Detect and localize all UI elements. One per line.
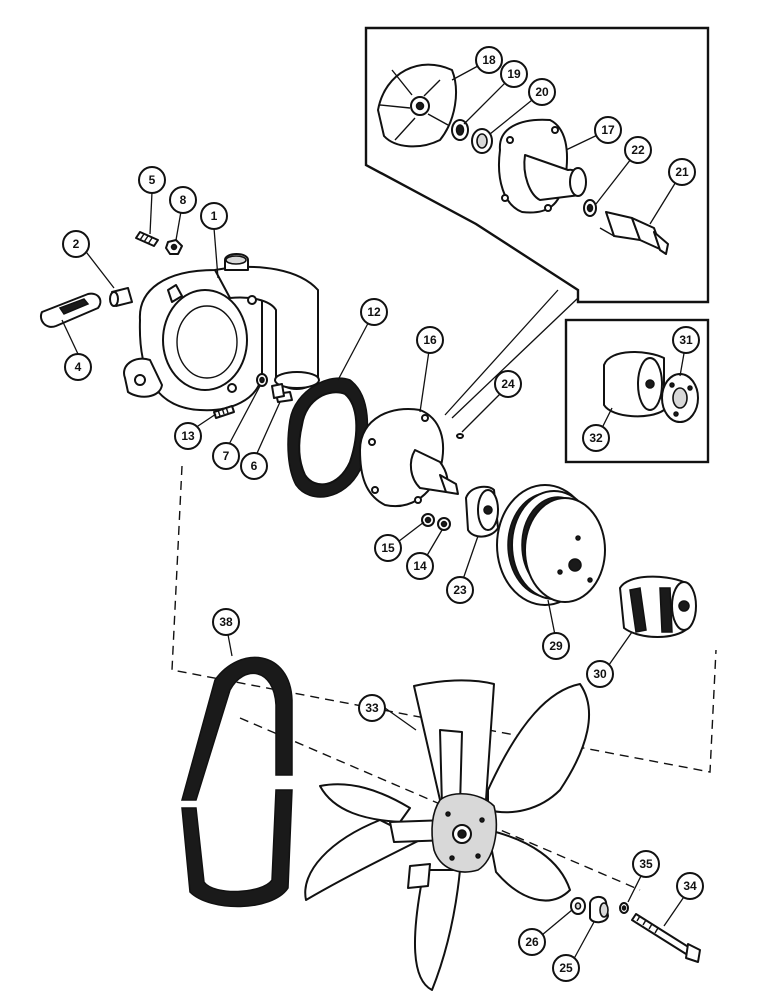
thermostat-gasket: [40, 292, 102, 328]
svg-text:19: 19: [507, 67, 521, 81]
callout-32: 32: [582, 424, 610, 452]
callout-19: 19: [500, 60, 528, 88]
svg-text:7: 7: [223, 449, 230, 463]
svg-text:20: 20: [535, 85, 549, 99]
callout-18: 18: [475, 46, 503, 74]
svg-text:1: 1: [211, 209, 218, 223]
impeller: [377, 63, 457, 148]
svg-text:6: 6: [251, 459, 258, 473]
callout-1: 1: [200, 202, 228, 230]
cooling-fan: [304, 679, 591, 991]
callout-26: 26: [518, 928, 546, 956]
callout-34: 34: [676, 872, 704, 900]
stud: [135, 231, 159, 247]
svg-text:35: 35: [639, 857, 653, 871]
callout-24: 24: [494, 370, 522, 398]
svg-text:8: 8: [180, 193, 187, 207]
nut-14: [437, 517, 451, 531]
svg-text:12: 12: [367, 305, 381, 319]
svg-text:29: 29: [549, 639, 563, 653]
svg-text:18: 18: [482, 53, 496, 67]
fan-pulley: [496, 484, 606, 606]
svg-text:14: 14: [413, 559, 427, 573]
svg-text:38: 38: [219, 615, 233, 629]
callout-31: 31: [672, 326, 700, 354]
callout-22: 22: [624, 136, 652, 164]
callout-17: 17: [594, 116, 622, 144]
pump-body-plate: [498, 118, 587, 214]
hub-spacer: [603, 351, 665, 418]
pump-gasket: [287, 377, 369, 498]
fan-bolt: [631, 913, 701, 963]
svg-text:26: 26: [525, 935, 539, 949]
callout-20: 20: [528, 78, 556, 106]
callout-15: 15: [374, 534, 402, 562]
callout-13: 13: [174, 422, 202, 450]
callout-14: 14: [406, 552, 434, 580]
svg-text:17: 17: [601, 123, 615, 137]
svg-text:23: 23: [453, 583, 467, 597]
inset-pointer-line-1: [444, 289, 559, 416]
callout-35: 35: [632, 850, 660, 878]
callout-5: 5: [138, 166, 166, 194]
fan-nut: [589, 896, 609, 924]
svg-text:15: 15: [381, 541, 395, 555]
fan-spacer: [619, 575, 697, 638]
callout-8: 8: [169, 186, 197, 214]
nut-15: [421, 513, 435, 527]
drive-group-boundary: [171, 465, 717, 773]
hub-adapter-plate: [661, 373, 699, 423]
svg-text:24: 24: [501, 377, 515, 391]
svg-text:25: 25: [559, 961, 573, 975]
svg-text:31: 31: [679, 333, 693, 347]
svg-text:16: 16: [423, 333, 437, 347]
callout-6: 6: [240, 452, 268, 480]
seal-ring: [451, 119, 469, 141]
cap-screw: [271, 383, 293, 403]
callout-16: 16: [416, 326, 444, 354]
plug: [109, 287, 133, 307]
svg-text:33: 33: [365, 701, 379, 715]
svg-text:13: 13: [181, 429, 195, 443]
water-pump-housing: [123, 253, 320, 412]
retaining-ring: [583, 199, 597, 217]
callout-25: 25: [552, 954, 580, 982]
pulley-hub: [465, 485, 499, 538]
shaft-bearing: [599, 211, 669, 255]
inset-pointer-line-2: [451, 297, 579, 419]
svg-text:32: 32: [589, 431, 603, 445]
svg-text:5: 5: [149, 173, 156, 187]
lower-stud: [213, 405, 235, 419]
callout-29: 29: [542, 632, 570, 660]
fan-washer: [570, 897, 586, 915]
svg-text:4: 4: [75, 360, 82, 374]
callout-30: 30: [586, 660, 614, 688]
pump-assembly: [359, 408, 459, 508]
fan-lock-washer: [619, 902, 629, 914]
callout-38: 38: [212, 608, 240, 636]
callout-12: 12: [360, 298, 388, 326]
callout-23: 23: [446, 576, 474, 604]
svg-text:22: 22: [631, 143, 645, 157]
lock-washer: [256, 373, 268, 387]
callout-21: 21: [668, 158, 696, 186]
callout-33: 33: [358, 694, 386, 722]
callout-4: 4: [64, 353, 92, 381]
callout-7: 7: [212, 442, 240, 470]
svg-text:34: 34: [683, 879, 697, 893]
svg-text:2: 2: [73, 237, 80, 251]
svg-text:21: 21: [675, 165, 689, 179]
seal-washer: [471, 128, 493, 154]
hex-nut: [165, 239, 183, 255]
fan-belt: [181, 656, 293, 908]
pin: [456, 433, 464, 439]
svg-text:30: 30: [593, 667, 607, 681]
callout-2: 2: [62, 230, 90, 258]
